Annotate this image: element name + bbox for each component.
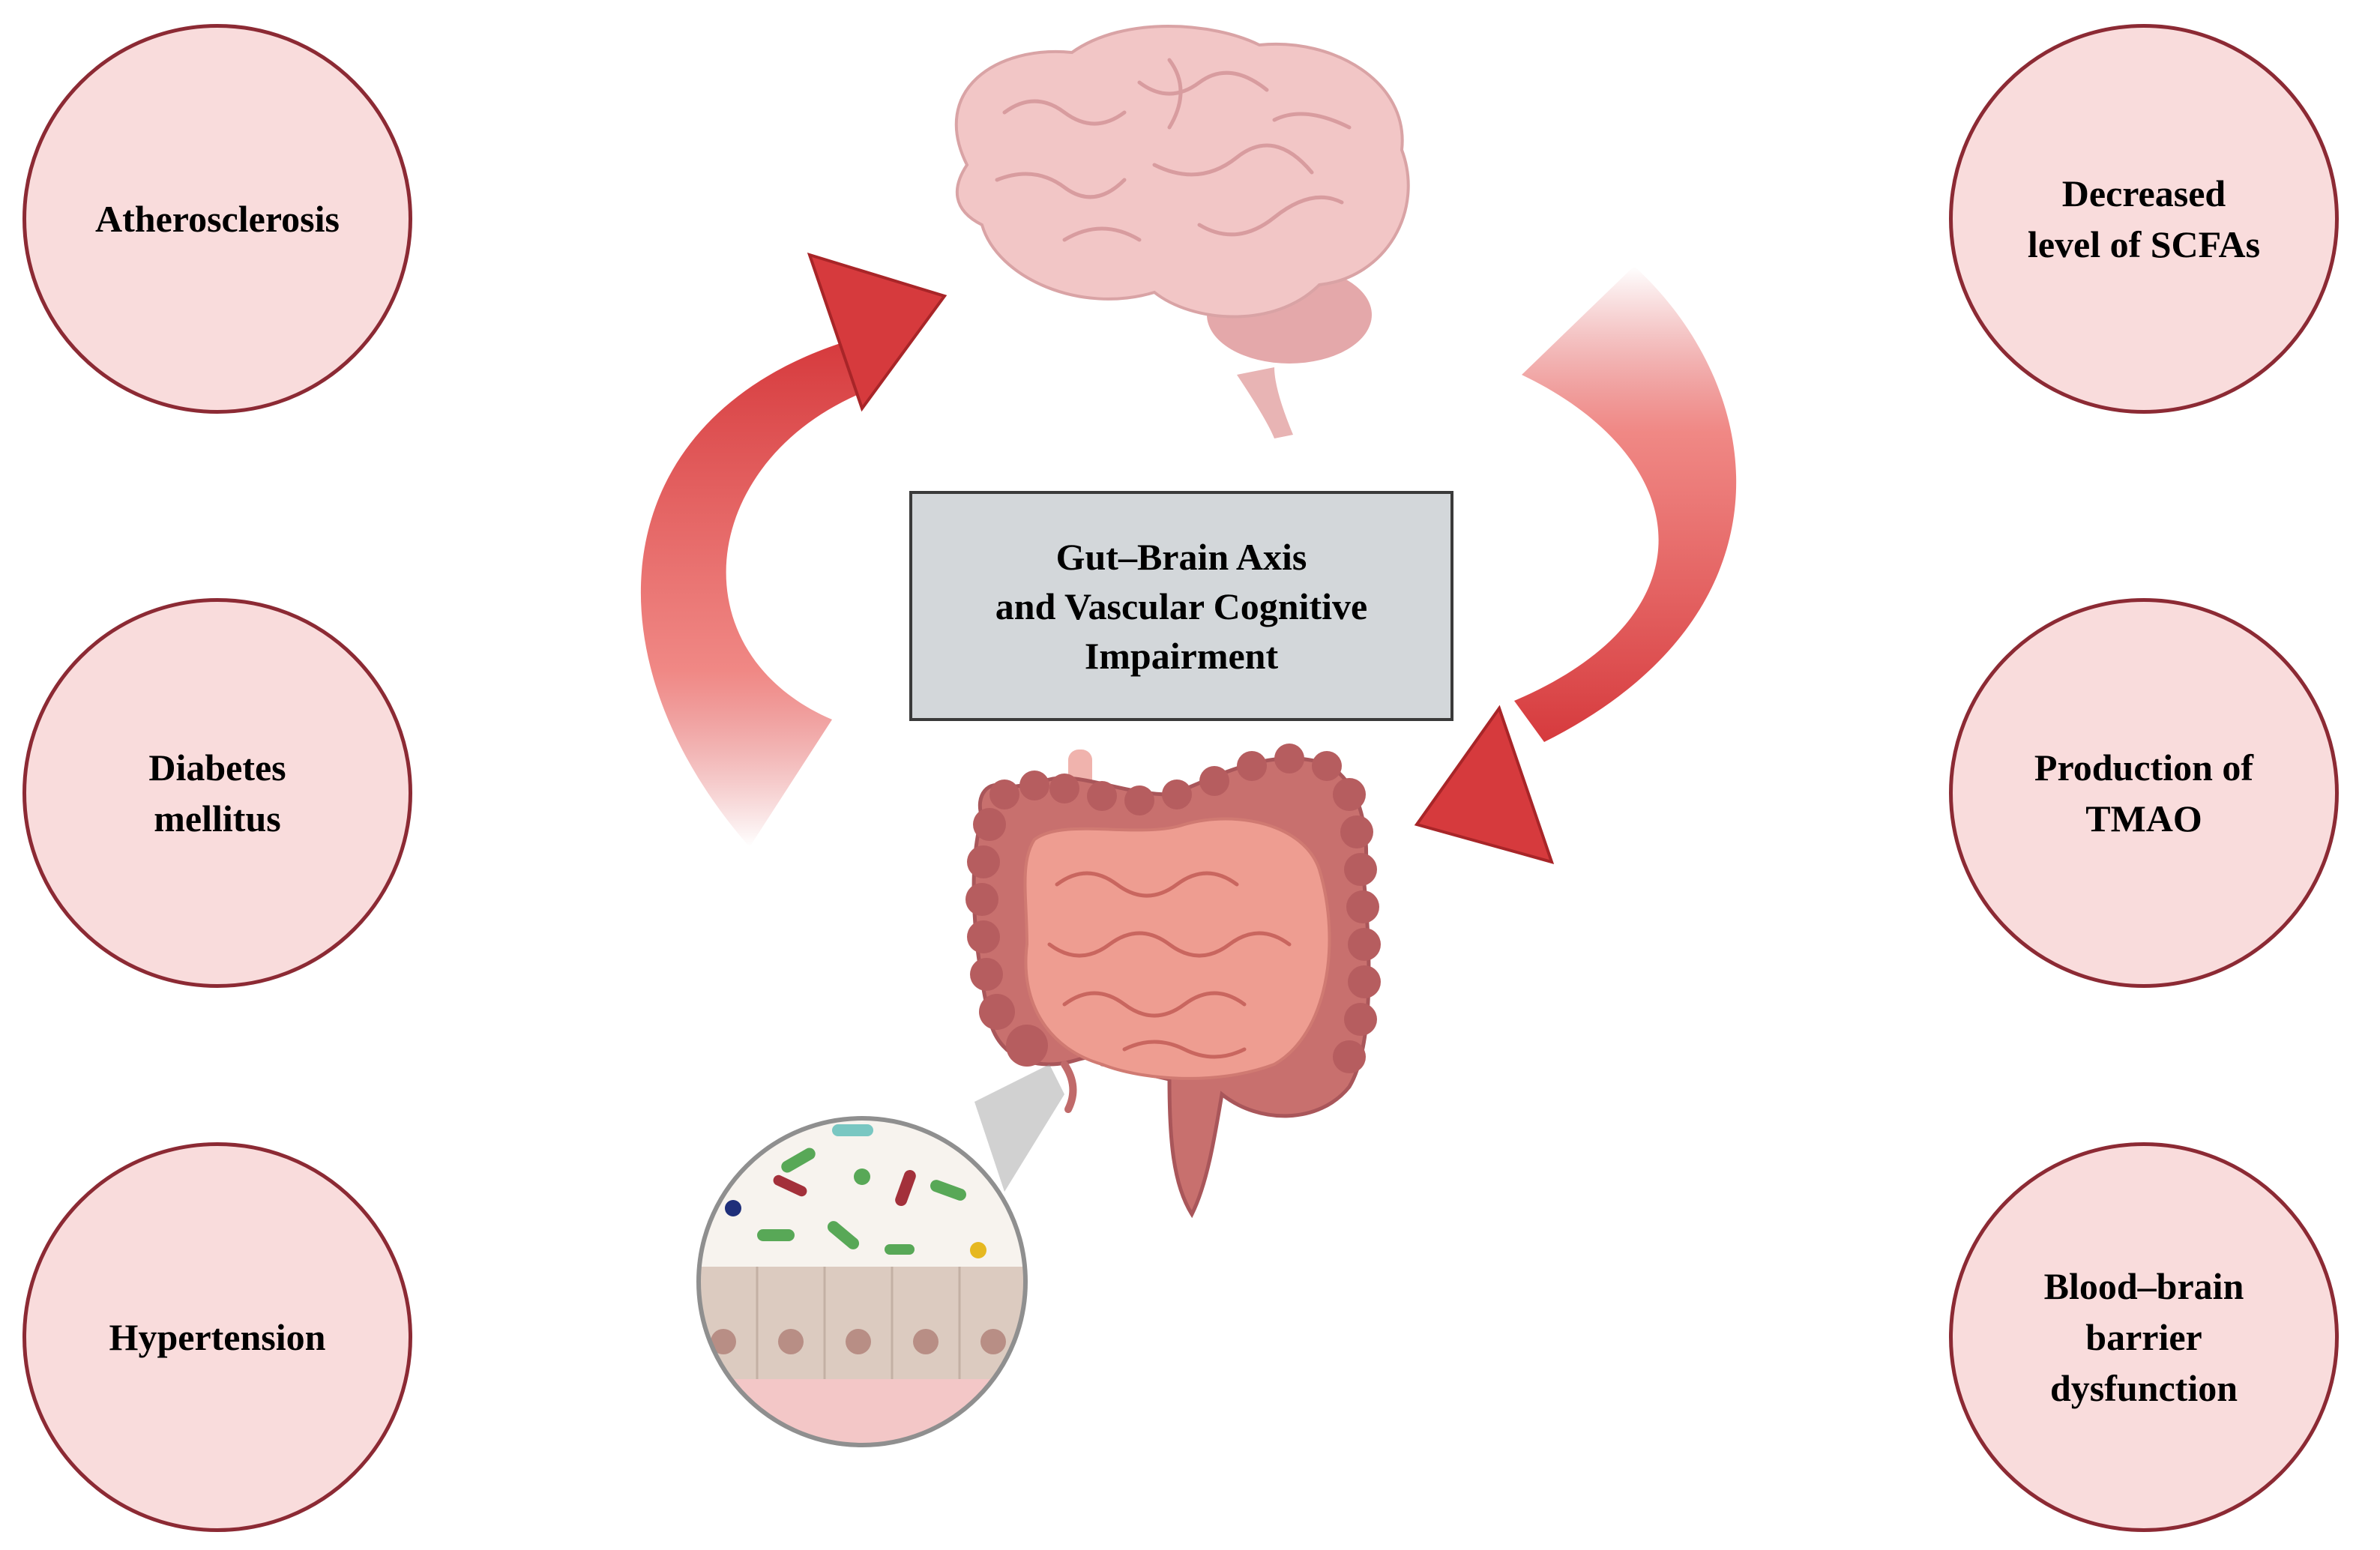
mechanism-tmao-production: Production of TMAO <box>1949 598 2339 988</box>
risk-factor-hypertension: Hypertension <box>22 1142 412 1532</box>
risk-factor-diabetes-mellitus: Diabetes mellitus <box>22 598 412 988</box>
mechanism-bbb-dysfunction: Blood–brain barrier dysfunction <box>1949 1142 2339 1532</box>
central-title-box: Gut–Brain Axis and Vascular Cognitive Im… <box>909 491 1453 721</box>
up-arrow-icon <box>640 252 948 847</box>
brain-icon <box>954 25 1410 438</box>
mechanism-decreased-scfas: Decreased level of SCFAs <box>1949 24 2339 414</box>
down-arrow-icon <box>1414 266 1737 864</box>
gut-microbiota-magnifier-icon <box>696 1064 1064 1447</box>
intestine-icon <box>965 744 1381 1219</box>
risk-factor-atherosclerosis: Atherosclerosis <box>22 24 412 414</box>
